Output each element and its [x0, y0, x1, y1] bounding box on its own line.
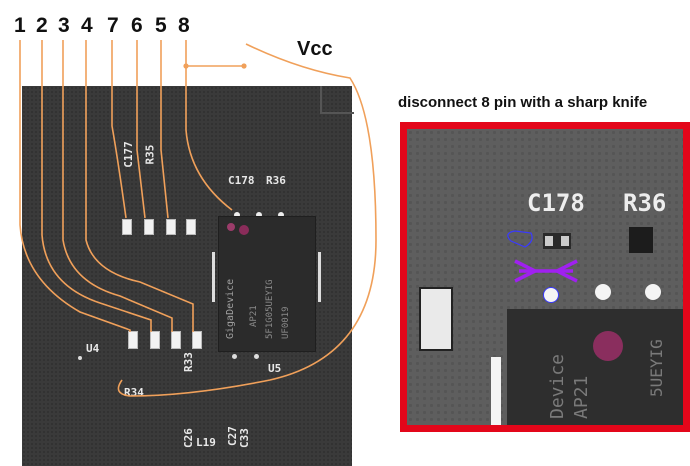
pin-label-3: 3: [58, 14, 70, 37]
ref-r36: R36: [266, 174, 286, 187]
ref-u4: U4: [86, 342, 100, 355]
pad-pin5: [166, 219, 176, 235]
zoom-ref-c178: C178: [527, 189, 585, 217]
wire-pin5: [160, 40, 169, 219]
wire-junction-dot: [241, 63, 247, 69]
via-dot: [232, 354, 237, 359]
ref-u5: U5: [268, 362, 282, 375]
wire-pin3: [62, 40, 173, 332]
pad-highlight-outline: [507, 230, 533, 248]
pin-label-2: 2: [36, 14, 48, 37]
pcb-board: C177 R35 C178 R36 U4 U5 R34 R33 C26 L19 …: [22, 86, 354, 466]
chip-side-pad: [318, 252, 321, 302]
pin-label-1: 1: [14, 14, 26, 37]
pin-label-6: 6: [131, 14, 143, 37]
pad-pin6: [144, 219, 154, 235]
pin-label-8: 8: [178, 14, 190, 37]
via-dot: [254, 354, 259, 359]
wire-pin4: [85, 40, 194, 332]
ref-c178: C178: [228, 174, 255, 187]
chip-mark-dot: [239, 225, 249, 235]
via-dot: [78, 356, 82, 360]
zoom-side-pad: [491, 357, 501, 425]
zoom-chip-dot: [593, 331, 623, 361]
zoom-left-component: [419, 287, 453, 351]
zoom-resistor: [629, 227, 653, 253]
zoom-pad: [595, 284, 611, 300]
chip-side-pad: [212, 252, 215, 302]
pad-round: [256, 212, 262, 218]
wire-pin7: [111, 40, 127, 219]
zoom-pad: [645, 284, 661, 300]
pad-pin7: [122, 219, 132, 235]
pad-round: [278, 212, 284, 218]
zoom-chip: Device AP21 5UEYIG: [507, 309, 683, 425]
zoom-pad-pin8: [543, 287, 559, 303]
wire-pin1: [19, 40, 131, 332]
pin-label-4: 4: [81, 14, 93, 37]
ref-l19: L19: [196, 436, 216, 449]
pad-pin1: [128, 331, 138, 349]
pin-label-7: 7: [107, 14, 119, 37]
zoom-ref-r36: R36: [623, 189, 667, 217]
flash-chip: GigaDevice AP21 5F1G05UEYIG UF0019: [218, 216, 316, 352]
pad-pin3: [171, 331, 181, 349]
pad-pin4: [192, 331, 202, 349]
wire-pin8: [185, 40, 233, 211]
wire-pin2: [41, 40, 152, 332]
board-corner-outline: [320, 86, 354, 114]
wire-junction-dot: [183, 63, 189, 69]
vcc-label: Vcc: [297, 38, 333, 60]
zoom-frame: C178 R36 Device AP21 5UEYIG: [400, 122, 690, 432]
pad-pin2: [150, 331, 160, 349]
pad-pin8: [186, 219, 196, 235]
pin1-dot: [227, 223, 235, 231]
instruction-title: disconnect 8 pin with a sharp knife: [398, 94, 648, 111]
zoom-cap: [543, 233, 571, 249]
wire-pin6: [136, 40, 146, 219]
pin-label-5: 5: [155, 14, 167, 37]
zoom-photo: C178 R36 Device AP21 5UEYIG: [407, 129, 683, 425]
pad-round: [234, 212, 240, 218]
cut-marker-overlay: [507, 230, 578, 283]
wire-vcc-loop: [117, 43, 377, 397]
